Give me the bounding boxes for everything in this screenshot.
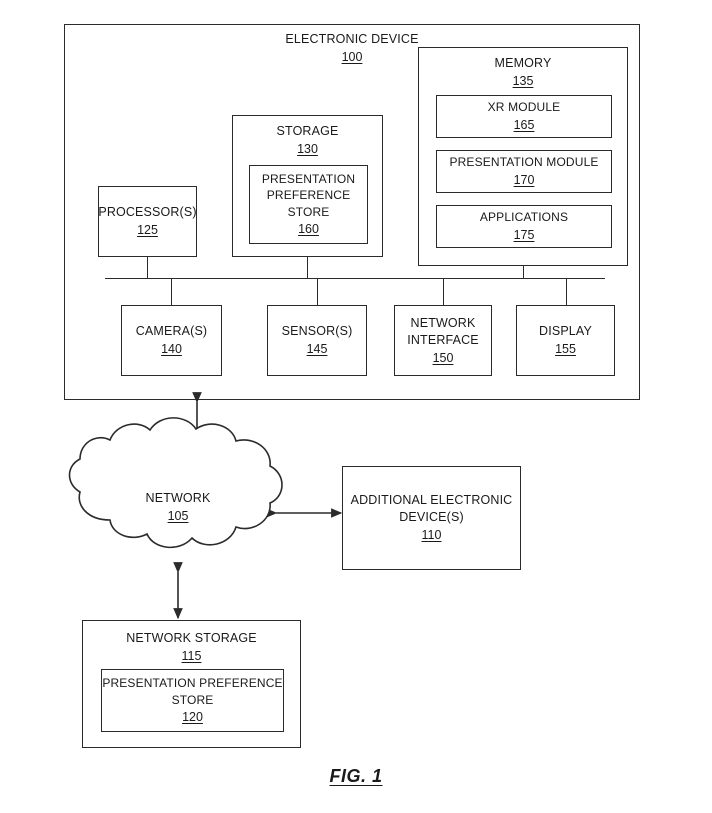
bus-stub-memory [523, 266, 524, 278]
applications-label: APPLICATIONS [479, 210, 569, 225]
processor-ref: 125 [137, 223, 158, 237]
network-cloud-text: NETWORK 105 [72, 490, 284, 525]
cameras-label: CAMERA(S) [135, 324, 208, 338]
network-presentation-preference-store-ref: 120 [182, 710, 203, 724]
applications-block: APPLICATIONS 175 [436, 205, 612, 248]
display-block: DISPLAY 155 [516, 305, 615, 376]
sensors-ref: 145 [306, 342, 328, 356]
processor-label: PROCESSOR(S) [98, 205, 197, 219]
display-ref: 155 [555, 342, 576, 356]
network-cloud-block: NETWORK 105 [72, 443, 284, 578]
sensors-label: SENSOR(S) [281, 324, 353, 338]
electronic-device-ref: 100 [341, 50, 363, 64]
xr-module-block: XR MODULE 165 [436, 95, 612, 138]
applications-ref: 175 [513, 227, 535, 242]
memory-block: MEMORY 135 XR MODULE 165 PRESENTATION MO… [418, 47, 628, 266]
storage-label: STORAGE [276, 124, 339, 138]
presentation-preference-store-label: PRESENTATION PREFERENCE STORE [261, 171, 356, 219]
memory-label: MEMORY [494, 56, 552, 70]
electronic-device-title: ELECTRONIC DEVICE 100 [65, 31, 639, 66]
bus-stub-network-interface [443, 278, 444, 305]
processor-block: PROCESSOR(S) 125 [98, 186, 197, 257]
presentation-module-label: PRESENTATION MODULE [449, 155, 599, 170]
network-interface-ref: 150 [432, 350, 454, 365]
bus-stub-cameras [171, 278, 172, 305]
presentation-module-ref: 170 [513, 172, 535, 187]
additional-electronic-device-block: ADDITIONAL ELECTRONIC DEVICE(S) 110 [342, 466, 521, 570]
xr-module-ref: 165 [513, 117, 535, 132]
presentation-preference-store-ref: 160 [298, 222, 319, 237]
system-bus-line [105, 278, 605, 279]
bus-stub-processor [147, 257, 148, 278]
network-storage-block: NETWORK STORAGE 115 PRESENTATION PREFERE… [82, 620, 301, 748]
network-interface-label: NETWORK INTERFACE [407, 315, 479, 347]
storage-heading: STORAGE 130 [277, 123, 339, 158]
presentation-module-block: PRESENTATION MODULE 170 [436, 150, 612, 193]
memory-heading: MEMORY 135 [495, 55, 552, 90]
cameras-block: CAMERA(S) 140 [121, 305, 222, 376]
bus-stub-storage [307, 257, 308, 278]
network-storage-ref: 115 [181, 649, 202, 663]
bus-stub-display [566, 278, 567, 305]
memory-ref: 135 [512, 74, 534, 88]
xr-module-label: XR MODULE [487, 100, 561, 115]
sensors-block: SENSOR(S) 145 [267, 305, 367, 376]
network-storage-heading: NETWORK STORAGE 115 [126, 630, 257, 665]
network-storage-label: NETWORK STORAGE [126, 631, 257, 645]
network-interface-block: NETWORK INTERFACE 150 [394, 305, 492, 376]
storage-block: STORAGE 130 PRESENTATION PREFERENCE STOR… [232, 115, 383, 257]
cameras-ref: 140 [161, 342, 182, 356]
figure-caption: FIG. 1 [329, 766, 383, 786]
network-presentation-preference-store-label: PRESENTATION PREFERENCE STORE [102, 676, 283, 707]
network-label: NETWORK [145, 491, 211, 505]
network-presentation-preference-store-block: PRESENTATION PREFERENCE STORE 120 [101, 669, 284, 732]
electronic-device-block: ELECTRONIC DEVICE 100 [64, 24, 640, 400]
electronic-device-label: ELECTRONIC DEVICE [285, 32, 419, 46]
additional-electronic-device-label: ADDITIONAL ELECTRONIC DEVICE(S) [350, 493, 513, 524]
storage-ref: 130 [297, 142, 318, 156]
network-ref: 105 [167, 509, 189, 523]
bus-stub-sensors [317, 278, 318, 305]
display-label: DISPLAY [539, 324, 592, 338]
additional-electronic-device-ref: 110 [421, 528, 442, 542]
presentation-preference-store-block: PRESENTATION PREFERENCE STORE 160 [249, 165, 368, 244]
